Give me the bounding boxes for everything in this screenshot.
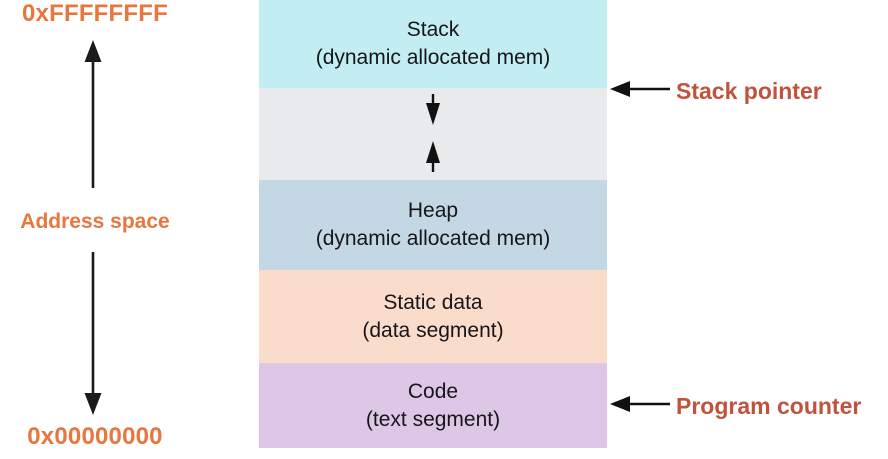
arrow-up-icon <box>72 40 114 188</box>
annotation-program-counter: Program counter <box>610 391 861 422</box>
arrow-down-icon <box>72 252 114 415</box>
memory-blocks-stack: Stack (dynamic allocated mem) Heap (dyna… <box>259 0 607 448</box>
arrow-left-icon <box>610 76 670 107</box>
arrow-down-icon <box>421 94 445 134</box>
top-address-label: 0xFFFFFFFF <box>22 0 168 27</box>
memory-block-static-data-subtitle: (data segment) <box>362 318 504 342</box>
memory-block-code-subtitle: (text segment) <box>365 407 501 431</box>
bottom-address-label: 0x00000000 <box>27 423 163 450</box>
memory-block-stack-subtitle: (dynamic allocated mem) <box>315 46 551 69</box>
memory-block-heap: Heap (dynamic allocated mem) <box>259 180 607 270</box>
memory-block-free-gap <box>259 88 607 180</box>
memory-block-heap-title: Heap <box>407 199 459 223</box>
arrow-up-icon <box>421 140 445 180</box>
annotation-stack-pointer-label: Stack pointer <box>676 78 822 104</box>
memory-block-heap-subtitle: (dynamic allocated mem) <box>315 227 551 250</box>
memory-block-stack-title: Stack <box>406 18 460 42</box>
memory-block-static-data-title: Static data <box>383 290 483 314</box>
memory-block-stack: Stack (dynamic allocated mem) <box>259 0 607 88</box>
annotation-stack-pointer: Stack pointer <box>610 76 822 107</box>
memory-block-code-title: Code <box>407 379 459 403</box>
arrow-left-icon <box>610 391 670 422</box>
memory-block-code: Code (text segment) <box>259 363 607 448</box>
memory-block-static-data: Static data (data segment) <box>259 270 607 363</box>
annotation-program-counter-label: Program counter <box>676 393 862 419</box>
address-space-label: Address space <box>20 210 170 233</box>
